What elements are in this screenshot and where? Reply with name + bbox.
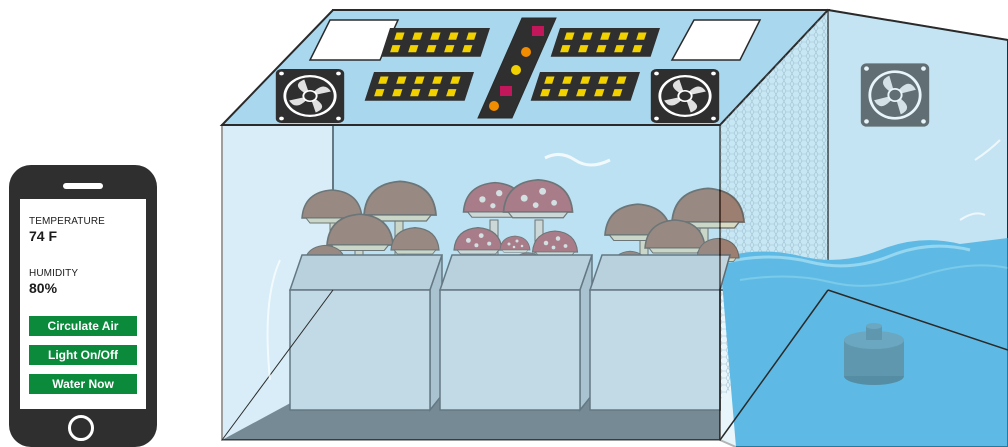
indicator-light-icon bbox=[521, 47, 531, 57]
smartphone: TEMPERATURE 74 F HUMIDITY 80% Circulate … bbox=[9, 165, 157, 447]
fan-icon bbox=[651, 69, 719, 123]
led-panel-icon bbox=[551, 28, 660, 57]
phone-screen: TEMPERATURE 74 F HUMIDITY 80% Circulate … bbox=[20, 199, 146, 409]
humidity-value: 80% bbox=[29, 280, 57, 296]
temperature-value: 74 F bbox=[29, 228, 57, 244]
fan-icon bbox=[276, 69, 344, 123]
indicator-light-icon bbox=[489, 101, 499, 111]
led-panel-icon bbox=[365, 72, 474, 101]
humidity-label: HUMIDITY bbox=[29, 268, 78, 279]
temperature-label: TEMPERATURE bbox=[29, 216, 105, 227]
front-glass bbox=[222, 125, 720, 440]
phone-speaker bbox=[63, 183, 103, 189]
led-panel-icon bbox=[381, 28, 490, 57]
circulate-air-button[interactable]: Circulate Air bbox=[29, 316, 137, 336]
phone-home-button-icon[interactable] bbox=[68, 415, 94, 441]
water-now-button[interactable]: Water Now bbox=[29, 374, 137, 394]
indicator-light-icon bbox=[511, 65, 521, 75]
grow-chamber-illustration bbox=[200, 0, 1008, 447]
light-toggle-button[interactable]: Light On/Off bbox=[29, 345, 137, 365]
led-panel-icon bbox=[531, 72, 640, 101]
